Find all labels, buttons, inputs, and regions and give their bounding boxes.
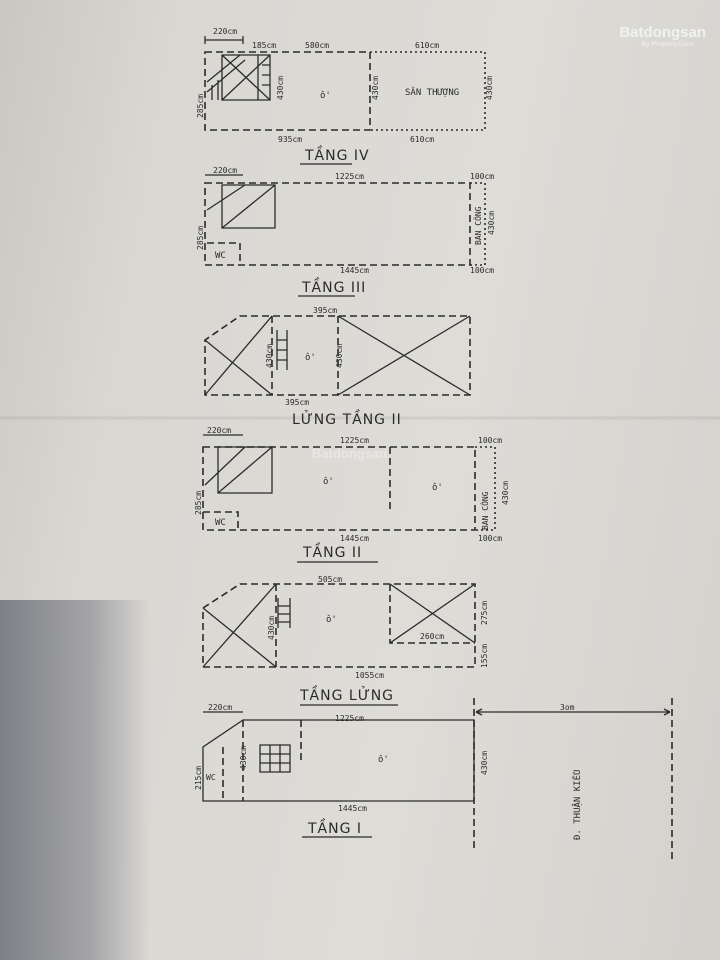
dimension-label: 220cm — [213, 166, 237, 175]
drawing-line — [271, 316, 339, 395]
dimension-label: ô' — [326, 614, 337, 625]
dimension-label: 275cm — [480, 601, 489, 625]
watermark-brand: Batdongsan — [619, 24, 706, 41]
floor-4-plan: 220cm 185cm 580cm 610cm 285cm 430cm ô' 4… — [196, 27, 494, 165]
drawing-line — [206, 54, 271, 101]
drawing-line — [370, 51, 486, 131]
dimension-label: 430cm — [267, 616, 276, 640]
dimension-label: 285cm — [196, 94, 205, 118]
street: 3om Đ. THUẬN KIỀU — [473, 698, 673, 860]
dimension-label: TẦNG IV — [304, 145, 370, 164]
dimension-label: BAN CÔNG — [479, 491, 490, 530]
drawing-line — [470, 182, 486, 266]
drawing-line — [276, 330, 288, 370]
dimension-label: 430cm — [485, 76, 494, 100]
drawing-line — [204, 446, 273, 494]
dimension-label: 430cm — [371, 76, 380, 100]
floor-1-plan: 220cm 1225cm 215cm WC 430cm ô' 430cm 144… — [194, 703, 489, 838]
drawing-line — [222, 720, 305, 801]
dimension-label: 610cm — [410, 135, 434, 144]
dimension-label: 430cm — [480, 751, 489, 775]
dimension-label: 1445cm — [340, 266, 369, 275]
dimension-label: WC — [215, 518, 226, 528]
dimension-label: ô' — [323, 476, 334, 487]
dimension-label: 100cm — [470, 172, 494, 181]
shadow — [0, 600, 150, 960]
drawing-line — [204, 36, 244, 44]
drawing-line — [475, 708, 671, 716]
dimension-label: BAN CÔNG — [472, 206, 483, 245]
drawing-line — [206, 184, 276, 229]
dimension-label: 220cm — [208, 703, 232, 712]
dimension-label: WC — [206, 773, 216, 782]
drawing-line — [202, 719, 475, 802]
dimension-label: 430cm — [335, 344, 344, 368]
dimension-label: ô' — [305, 352, 316, 363]
dimension-label: 260cm — [420, 632, 444, 641]
dimension-label: 220cm — [213, 27, 237, 36]
watermark-logo: Batdongsan By PropertyGuru — [619, 24, 706, 48]
dimension-label: 1225cm — [335, 714, 364, 723]
dimension-label: 100cm — [478, 436, 502, 445]
mezzanine-2-plan: 395cm 430cm ô' 430cm 395cm LỬNG TẦNG II — [204, 306, 471, 428]
dimension-label: WC — [215, 251, 226, 261]
dimension-label: 580cm — [305, 41, 329, 50]
dimension-label: 1445cm — [338, 804, 367, 813]
drawing-line — [259, 744, 291, 773]
dimension-label: LỬNG TẦNG II — [292, 409, 402, 428]
dimension-label: TẦNG III — [301, 277, 366, 296]
drawing-line — [211, 55, 270, 100]
dimension-label: 100cm — [478, 534, 502, 543]
paper-fold — [0, 415, 720, 421]
drawing-line — [277, 598, 291, 628]
drawing-line — [202, 446, 476, 531]
dimension-label: 1445cm — [340, 534, 369, 543]
dimension-label: 220cm — [207, 426, 231, 435]
dimension-label: ô' — [432, 482, 443, 493]
dimension-label: ô' — [320, 90, 331, 101]
dimension-label: 610cm — [415, 41, 439, 50]
floor-3-plan: 220cm 1225cm 100cm 285cm WC BAN CÔNG 430… — [196, 166, 496, 297]
dimension-label: 1055cm — [355, 671, 384, 680]
drawing-line — [473, 698, 673, 860]
dimension-label: 935cm — [278, 135, 302, 144]
dimension-label: 3om — [560, 703, 575, 712]
dimension-label: 430cm — [276, 76, 285, 100]
dimension-label: 285cm — [196, 226, 205, 250]
dimension-label: ô' — [378, 754, 389, 765]
drawing-line — [204, 182, 471, 266]
watermark-center: Batdongsan — [312, 446, 388, 461]
drawing-line — [275, 584, 475, 667]
dimension-label: 285cm — [194, 491, 203, 515]
watermark-sub: By PropertyGuru — [641, 41, 694, 48]
dimension-label: SÂN THƯỢNG — [405, 86, 459, 98]
dimension-label: 395cm — [285, 398, 309, 407]
mezzanine-plan: 505cm 430cm ô' 275cm 260cm 155cm 1055cm … — [202, 575, 489, 706]
drawing-line — [203, 511, 239, 530]
dimension-label: 100cm — [470, 266, 494, 275]
dimension-label: TẦNG II — [302, 542, 362, 561]
drawing-line — [207, 242, 241, 265]
floor-2-plan: 220cm 1225cm 100cm 285cm WC ô' ô' BAN CÔ… — [194, 426, 510, 563]
drawing-line — [202, 583, 476, 668]
dimension-label: TẦNG LỬNG — [299, 685, 394, 704]
dimension-label: 505cm — [318, 575, 342, 584]
dimension-label: 430cm — [487, 211, 496, 235]
dimension-label: TẦNG I — [307, 818, 362, 837]
dimension-label: 1225cm — [335, 172, 364, 181]
drawing-line — [202, 583, 476, 668]
dimension-label: 430cm — [265, 344, 274, 368]
dimension-label: 215cm — [194, 766, 203, 790]
drawing-line — [204, 51, 371, 131]
dimension-label: 430cm — [501, 481, 510, 505]
dimension-label: 155cm — [480, 644, 489, 668]
dimension-label: 395cm — [313, 306, 337, 315]
drawing-line — [475, 446, 496, 531]
dimension-label: 1225cm — [340, 436, 369, 445]
dimension-label: 185cm — [252, 41, 276, 50]
drawing-line — [204, 315, 471, 396]
dimension-label: 430cm — [239, 746, 248, 770]
dimension-label: Đ. THUẬN KIỀU — [571, 770, 583, 840]
